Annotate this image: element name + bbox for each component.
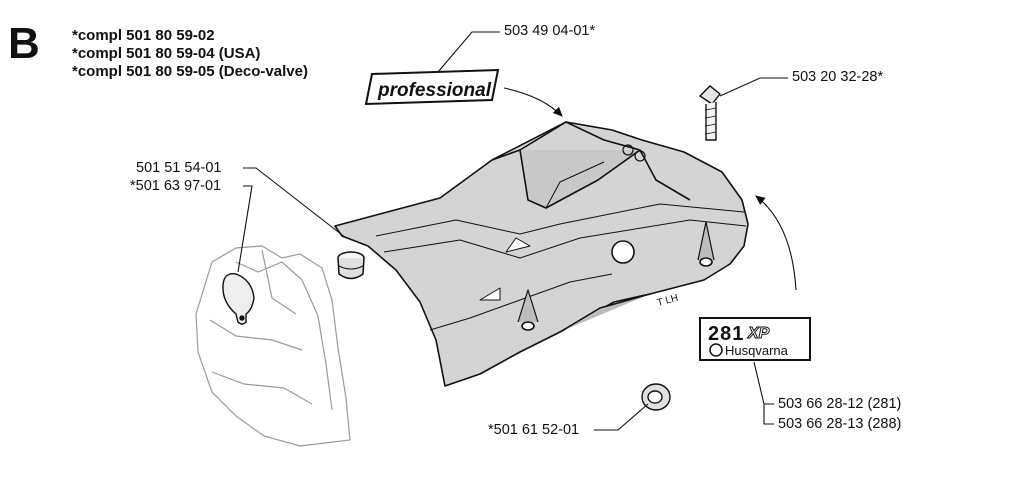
leader-lines (237, 31, 797, 431)
leader-badge-288 (763, 404, 774, 425)
compl-line-3: *compl 501 80 59-05 (Deco-valve) (72, 63, 308, 80)
section-letter: B (8, 19, 40, 68)
badge-arrow (755, 195, 797, 291)
compl-line-1: *compl 501 80 59-02 (72, 27, 215, 44)
screw-part (698, 85, 721, 141)
engine-housing-outline (195, 245, 351, 447)
model-badge: 281 XP Husqvarna (699, 317, 811, 361)
part-badge-281: 503 66 28-12 (281) (778, 396, 902, 412)
leader-badge-281 (753, 361, 774, 405)
valve-lever-part (222, 273, 255, 325)
husqvarna-logo-icon (709, 343, 723, 357)
badge-model: 281 (708, 323, 744, 345)
decal-text: professional (377, 80, 492, 101)
plug-part (641, 383, 671, 411)
leader-decal (437, 31, 500, 73)
part-screw: 503 20 32-28* (792, 69, 884, 85)
cover-marking: T LH (656, 293, 680, 309)
leader-valve (237, 185, 253, 273)
professional-decal: professional (364, 68, 500, 106)
cylinder-cover (334, 121, 749, 387)
part-knob-2: *501 63 97-01 (130, 178, 222, 194)
decal-arrow (503, 87, 563, 117)
badge-brand: Husqvarna (725, 343, 789, 358)
knob-part (337, 251, 365, 280)
leader-screw (719, 77, 788, 97)
part-knob-1: 501 51 54-01 (136, 160, 222, 176)
leader-knob (243, 167, 347, 239)
leader-plug (594, 403, 649, 431)
part-plug: *501 61 52-01 (488, 422, 580, 438)
badge-suffix: XP (747, 325, 770, 342)
part-decal-professional: 503 49 04-01* (504, 23, 596, 39)
compl-line-2: *compl 501 80 59-04 (USA) (72, 45, 261, 62)
part-badge-288: 503 66 28-13 (288) (778, 416, 902, 432)
